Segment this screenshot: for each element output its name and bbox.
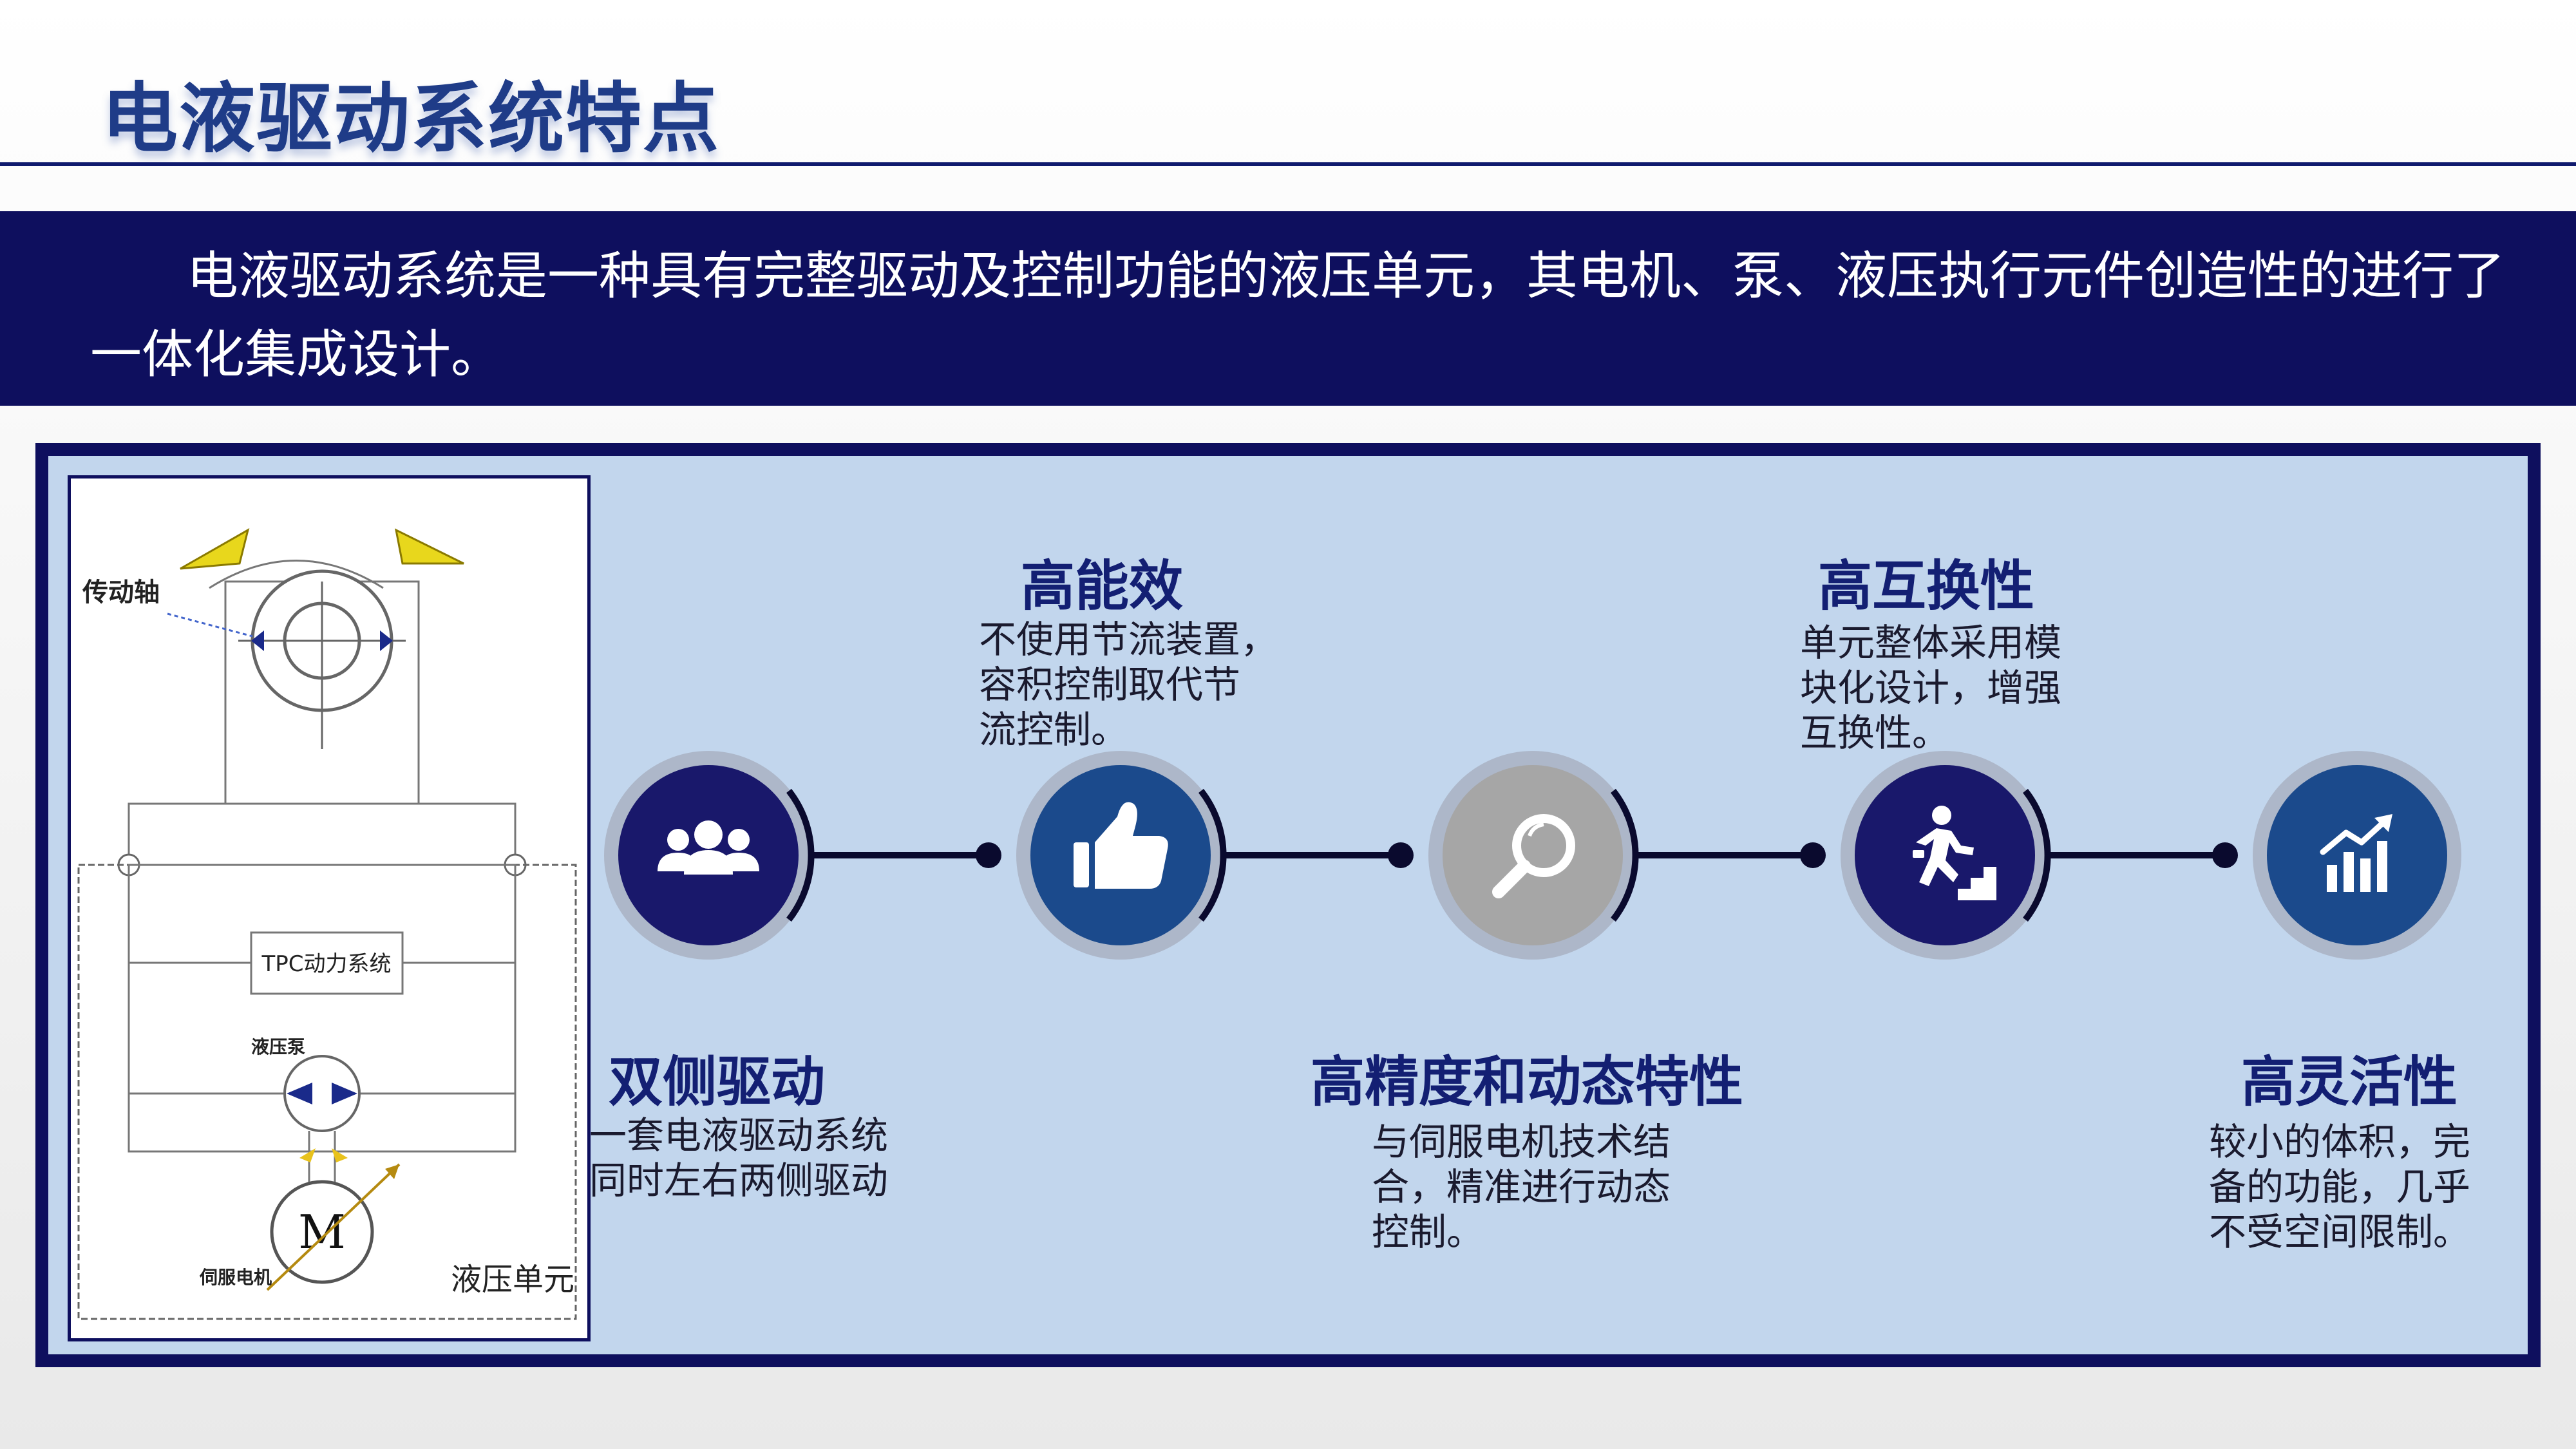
feature-desc-1: 一套电液驱动系统 同时左右两侧驱动 [589, 1113, 889, 1202]
feature-node-5 [2253, 751, 2461, 960]
hydraulic-diagram: 传动轴 TPC动力系统 液压泵 [68, 475, 591, 1341]
intro-text: 电液驱动系统是一种具有完整驱动及控制功能的液压单元，其电机、泵、液压执行元件创造… [90, 246, 2505, 384]
slide-title: 电液驱动系统特点 [102, 74, 721, 163]
pump-symbol [283, 1055, 361, 1132]
tpc-label: TPC动力系统 [261, 951, 391, 977]
feature-desc-3: 与伺服电机技术结 合，精准进行动态 控制。 [1372, 1120, 1671, 1254]
hydraulic-unit-boundary [77, 864, 577, 1320]
pump-label: 液压泵 [251, 1036, 305, 1057]
feature-title-4: 高互换性 [1818, 554, 2035, 618]
feature-timeline [604, 751, 2461, 960]
rotation-arc [209, 560, 384, 589]
motor-symbol [270, 1180, 374, 1284]
thumbs-up-icon [1074, 802, 1168, 889]
feature-title-3: 高精度和动态特性 [1311, 1050, 1744, 1113]
feature-desc-2: 不使用节流装置， 容积控制取代节 流控制。 [979, 618, 1278, 752]
feature-title-5: 高灵活性 [2241, 1050, 2458, 1113]
magnifier-icon [1492, 814, 1575, 898]
servo-adjust-arrow [266, 1163, 401, 1291]
feature-desc-4: 单元整体采用模 块化设计，增强 互换性。 [1800, 621, 2062, 755]
rotate-left-arrow-icon [180, 527, 250, 570]
growth-chart-icon [2320, 814, 2392, 892]
features-panel: 传动轴 TPC动力系统 液压泵 [35, 443, 2541, 1367]
features-panel-inner: 传动轴 TPC动力系统 液压泵 [48, 456, 2528, 1354]
unit-label: 液压单元 [451, 1262, 574, 1298]
runner-stairs-icon [1913, 806, 1996, 900]
feature-node-3 [1428, 751, 1639, 960]
feature-node-2 [1016, 751, 1227, 960]
connector-dot [1388, 842, 1414, 868]
feature-desc-5: 较小的体积，完 备的功能，几乎 不受空间限制。 [2209, 1120, 2471, 1254]
feature-title-2: 高能效 [1021, 554, 1184, 618]
shaft-label: 传动轴 [82, 578, 160, 607]
tpc-block [250, 931, 404, 995]
intro-banner: 电液驱动系统是一种具有完整驱动及控制功能的液压单元，其电机、泵、液压执行元件创造… [0, 211, 2576, 406]
connector-dot [1800, 842, 1826, 868]
title-divider [0, 162, 2576, 166]
connector-dot [976, 842, 1001, 868]
users-icon [658, 820, 759, 875]
connector-dot [2212, 842, 2238, 868]
motor-letter: M [298, 1205, 346, 1259]
rotate-right-arrow-icon [394, 528, 464, 565]
feature-node-1 [604, 751, 815, 960]
feature-node-4 [1841, 751, 2051, 960]
hydraulic-schematic: 传动轴 TPC动力系统 液压泵 [77, 527, 577, 1320]
feature-title-1: 双侧驱动 [609, 1050, 826, 1113]
servo-label: 伺服电机 [199, 1267, 272, 1288]
